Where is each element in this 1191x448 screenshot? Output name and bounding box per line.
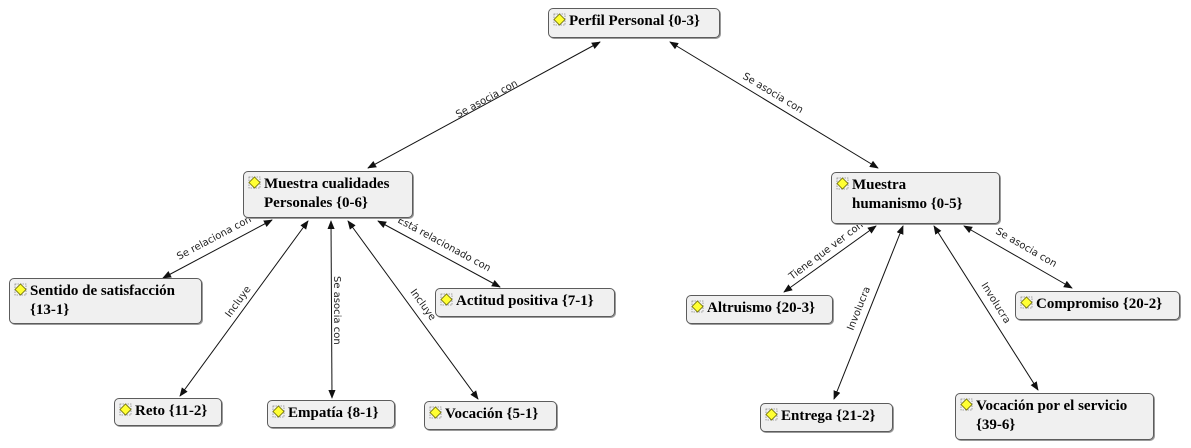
edge-humanismo-compromiso[interactable]: Se asocia con <box>963 225 1073 289</box>
edge-cualidades-satisfaccion[interactable]: Se relaciona con <box>162 214 273 279</box>
edge-label: Se asocia con <box>331 276 342 345</box>
edge-label: Se relaciona con <box>175 214 253 263</box>
quotation-icon <box>553 13 566 26</box>
quotation-icon <box>248 176 261 189</box>
quotation-icon <box>119 403 132 416</box>
edge-label: Se asocia con <box>740 71 805 116</box>
node-label-line1: Vocación por el servicio <box>976 398 1128 414</box>
node-perfil-personal[interactable]: Perfil Personal {0-3} <box>548 8 720 38</box>
edge-label: Tiene que ver con <box>786 220 865 283</box>
edge-perfil-humanismo[interactable]: Se asocia con <box>669 41 879 169</box>
node-label: Altruismo {20-3} <box>707 300 816 316</box>
node-muestra-humanismo[interactable]: Muestra humanismo {0-5} <box>831 172 1000 224</box>
quotation-icon <box>440 293 453 306</box>
node-label: Perfil Personal {0-3} <box>569 13 700 29</box>
node-empatia[interactable]: Empatía {8-1} <box>267 400 395 428</box>
quotation-icon <box>1020 296 1033 309</box>
node-compromiso[interactable]: Compromiso {20-2} <box>1015 291 1180 320</box>
edge-cualidades-empatia[interactable]: Se asocia con <box>327 220 342 399</box>
quotation-icon <box>836 177 849 190</box>
node-actitud-positiva[interactable]: Actitud positiva {7-1} <box>435 288 615 317</box>
node-label: Entrega {21-2} <box>781 408 876 424</box>
edge-cualidades-actitud[interactable]: Está relacionado con <box>377 214 501 288</box>
node-label-line1: Muestra cualidades <box>264 176 390 192</box>
edge-label: Incluye <box>408 287 438 323</box>
node-label-line1: Sentido de satisfacción <box>30 283 176 299</box>
node-label-line2: Personales {0-6} <box>264 195 368 211</box>
node-label-line2: {39-6} <box>976 417 1016 433</box>
quotation-icon <box>960 398 973 411</box>
edge-label: Está relacionado con <box>396 214 493 274</box>
edge-label: Se asocia con <box>454 78 520 120</box>
node-label-line1: Muestra <box>852 177 907 193</box>
node-label-line2: humanismo {0-5} <box>852 196 963 212</box>
edge-label: Involucra <box>846 285 874 332</box>
node-label: Reto {11-2} <box>135 403 208 419</box>
quotation-icon <box>765 408 778 421</box>
node-vocacion[interactable]: Vocación {5-1} <box>424 401 557 430</box>
edge-humanismo-altruismo[interactable]: Tiene que ver con <box>783 220 877 293</box>
node-label-line2: {13-1} <box>30 302 70 318</box>
node-sentido-satisfaccion[interactable]: Sentido de satisfacción {13-1} <box>9 278 202 324</box>
node-label: Actitud positiva {7-1} <box>456 293 594 309</box>
node-vocacion-servicio[interactable]: Vocación por el servicio {39-6} <box>955 393 1154 440</box>
quotation-icon <box>691 300 704 313</box>
edge-perfil-cualidades[interactable]: Se asocia con <box>367 41 601 169</box>
node-reto[interactable]: Reto {11-2} <box>114 398 222 426</box>
quotation-icon <box>429 406 442 419</box>
node-label: Vocación {5-1} <box>445 406 539 422</box>
node-muestra-cualidades[interactable]: Muestra cualidades Personales {0-6} <box>243 171 413 218</box>
edge-humanismo-entrega[interactable]: Involucra <box>833 225 904 400</box>
node-label: Empatía {8-1} <box>288 405 379 421</box>
node-altruismo[interactable]: Altruismo {20-3} <box>686 295 833 324</box>
node-entrega[interactable]: Entrega {21-2} <box>760 403 893 432</box>
quotation-icon <box>14 283 27 296</box>
quotation-icon <box>272 405 285 418</box>
node-label: Compromiso {20-2} <box>1036 296 1163 312</box>
